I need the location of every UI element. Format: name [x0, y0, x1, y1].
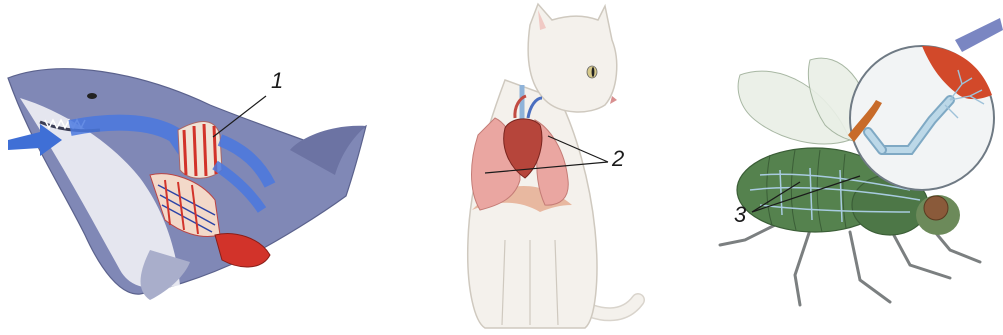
label-lungs: 2: [612, 148, 624, 170]
shark-panel: 1: [0, 0, 380, 335]
fly-illustration: [700, 0, 1003, 335]
fly-panel: 3: [700, 0, 1003, 335]
fly-eye: [924, 196, 948, 220]
magnifier-icon: [848, 18, 1003, 190]
cat-panel: 2: [410, 0, 650, 335]
shark-eye: [87, 93, 97, 99]
label-gills: 1: [271, 70, 283, 92]
label-tracheae: 3: [734, 204, 746, 226]
shark-illustration: [0, 0, 380, 335]
